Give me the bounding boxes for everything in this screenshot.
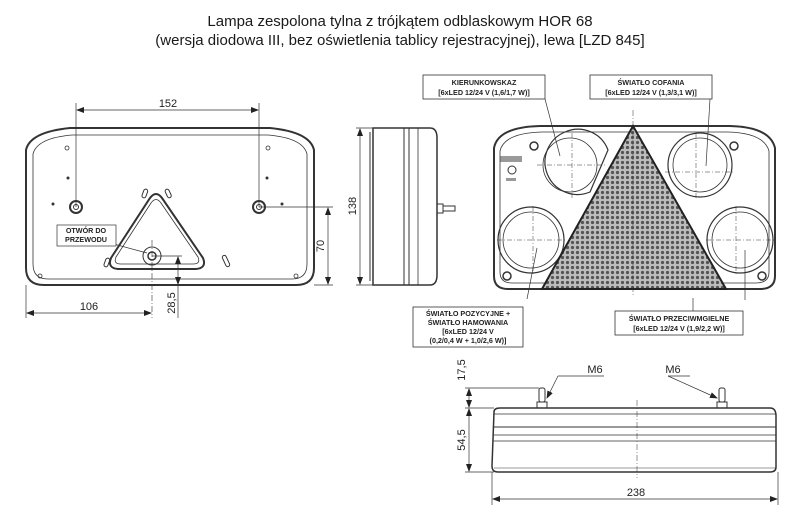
dim-total-width: 238 (627, 487, 645, 499)
drawing-title: Lampa zespolona tylna z trójkątem odblas… (0, 12, 800, 50)
dim-height-offset: 70 (315, 240, 327, 252)
rear-view (25, 127, 315, 318)
stud-right-label: M6 (665, 364, 680, 376)
front-view (493, 110, 776, 296)
svg-text:[6xLED 12/24 V (1,3/3,1 W)]: [6xLED 12/24 V (1,3/3,1 W)] (605, 88, 696, 97)
cable-hole-label: OTWÓR DO PRZEWODU (56, 224, 117, 247)
dim-hole-spacing: 152 (159, 98, 177, 110)
title-line-1: Lampa zespolona tylna z trójkątem odblas… (207, 13, 593, 30)
callout-indicator: KIERUNKOWSKAZ [6xLED 12/24 V (1,6/1,7 W)… (422, 74, 546, 100)
top-view (491, 387, 777, 478)
callout-reverse-light: ŚWIATŁO COFANIA [6xLED 12/24 V (1,3/3,1 … (589, 74, 713, 100)
homologation-mark-icon (500, 156, 522, 181)
position-brake-lens-icon (497, 206, 565, 274)
stud-left-label: M6 (587, 364, 602, 376)
dim-bottom-offset: 28,5 (166, 292, 178, 313)
svg-text:ŚWIATŁO COFANIA: ŚWIATŁO COFANIA (618, 78, 685, 87)
dim-body-depth: 54,5 (456, 429, 468, 450)
dim-stud-height: 17,5 (456, 359, 468, 380)
svg-text:ŚWIATŁO PRZECIWMGIELNE: ŚWIATŁO PRZECIWMGIELNE (629, 314, 730, 323)
callout-fog-light: ŚWIATŁO PRZECIWMGIELNE [6xLED 12/24 V (1… (614, 310, 744, 336)
fog-lens-icon (706, 206, 774, 274)
callout-position-brake-light: ŚWIATŁO POZYCYJNE + ŚWIATŁO HAMOWANIA [6… (412, 306, 524, 348)
stud-m6-left-icon (536, 387, 548, 409)
side-view (369, 127, 456, 286)
svg-text:[6xLED 12/24 V (1,9/2,2 W)]: [6xLED 12/24 V (1,9/2,2 W)] (633, 324, 724, 333)
svg-text:OTWÓR DO: OTWÓR DO (66, 226, 107, 235)
svg-text:[6xLED 12/24 V (1,6/1,7 W)]: [6xLED 12/24 V (1,6/1,7 W)] (438, 88, 529, 97)
svg-text:ŚWIATŁO HAMOWANIA: ŚWIATŁO HAMOWANIA (428, 318, 509, 327)
svg-text:PRZEWODU: PRZEWODU (65, 235, 107, 244)
callout-leaders (526, 98, 746, 311)
side-dimensions (356, 127, 373, 286)
dim-side-height: 138 (347, 197, 359, 215)
dim-left-offset: 106 (80, 301, 98, 313)
svg-text:ŚWIATŁO POZYCYJNE +: ŚWIATŁO POZYCYJNE + (426, 309, 510, 318)
svg-text:KIERUNKOWSKAZ: KIERUNKOWSKAZ (452, 78, 517, 87)
top-dimensions (465, 375, 779, 505)
reverse-lens-icon (665, 132, 735, 200)
title-line-2: (wersja diodowa III, bez oświetlenia tab… (155, 32, 645, 49)
reflector-triangle-icon (540, 123, 728, 290)
svg-text:(0,2/0,4 W + 1,0/2,6 W)]: (0,2/0,4 W + 1,0/2,6 W)] (430, 336, 507, 345)
indicator-lens-icon (537, 128, 609, 200)
svg-text:[6xLED 12/24 V: [6xLED 12/24 V (442, 327, 494, 336)
stud-m6-right-icon (716, 387, 728, 409)
stud-side-icon (436, 203, 456, 214)
